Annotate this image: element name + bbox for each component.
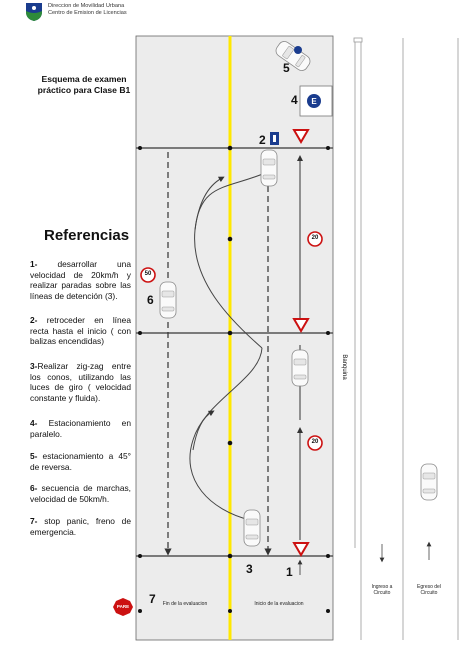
egreso-label: Egreso del Circuito <box>417 584 441 596</box>
reference-item-1: 1- desarrollar una velocidad de 20km/h y… <box>30 259 131 302</box>
organization-name: Direccion de Movilidad Urbana Centro de … <box>48 3 127 17</box>
fin-label: Fin de la evaluacion <box>162 601 208 607</box>
car-reverse <box>260 149 278 187</box>
cones <box>138 145 330 613</box>
zigzag-path-upper <box>194 169 273 349</box>
car-start <box>243 509 261 547</box>
zigzag-path-upper-start <box>194 176 225 231</box>
reference-item-6: 6- secuencia de marchas, velocidad de 50… <box>30 483 132 504</box>
speed-sign-20b-icon <box>307 435 323 451</box>
parking-sign-icon <box>307 94 321 108</box>
marker-5: 5 <box>283 61 290 75</box>
zigzag-path-lower <box>189 347 263 521</box>
reference-item-2: 2- retroceder en línea recta hasta el in… <box>30 315 131 347</box>
marker-3: 3 <box>246 562 253 576</box>
exam-title-line-2: práctico para Clase B1 <box>37 85 131 95</box>
speed-sign-50-icon <box>140 267 156 283</box>
reference-item-5: 5- estacionamiento a 45° de reversa. <box>30 451 131 472</box>
parking-sign-angled-icon <box>294 46 302 54</box>
speed-label-20a: 20 <box>311 235 319 241</box>
reference-item-3: 3-Realizar zig-zag entre los conos, util… <box>30 361 131 404</box>
references-heading: Referencias <box>44 227 130 244</box>
org-line-2: Centro de Emision de Licencias <box>48 10 127 16</box>
marker-4: 4 <box>291 93 298 107</box>
ingreso-label: Ingreso a Circuito <box>371 584 393 596</box>
shield-logo-icon <box>26 3 42 21</box>
exam-title: Esquema de examen práctico para Clase B1 <box>18 74 150 96</box>
yield-signs <box>292 129 310 557</box>
stop-sign-label: PARE <box>116 604 130 609</box>
marker-1: 1 <box>286 565 293 579</box>
exam-title-line-1: Esquema de examen <box>41 74 127 84</box>
car-right-lane <box>291 349 309 387</box>
reference-item-4: 4- Estacionamiento en paralelo. <box>30 418 131 439</box>
banquina-label: Banquina <box>341 354 347 380</box>
logo <box>24 2 44 22</box>
speed-label-20b: 20 <box>311 439 319 445</box>
stop-sign-icon <box>113 598 133 616</box>
marker-7: 7 <box>149 592 156 606</box>
marker-2: 2 <box>259 133 266 147</box>
car-outside-right <box>420 463 438 501</box>
reference-item-7: 7- stop panic, freno de emergencia. <box>30 516 131 537</box>
svg-text:E: E <box>311 97 317 106</box>
org-line-1: Direccion de Movilidad Urbana <box>48 3 125 9</box>
speed-sign-20a-icon <box>307 231 323 247</box>
marker-6: 6 <box>147 293 154 307</box>
sidewalk-bar <box>353 37 363 43</box>
inicio-label: Inicio de la evaluacion <box>254 601 304 607</box>
zigzag-path-lower-start <box>192 410 215 451</box>
speed-label-50: 50 <box>144 271 152 277</box>
car-marches <box>159 281 177 319</box>
